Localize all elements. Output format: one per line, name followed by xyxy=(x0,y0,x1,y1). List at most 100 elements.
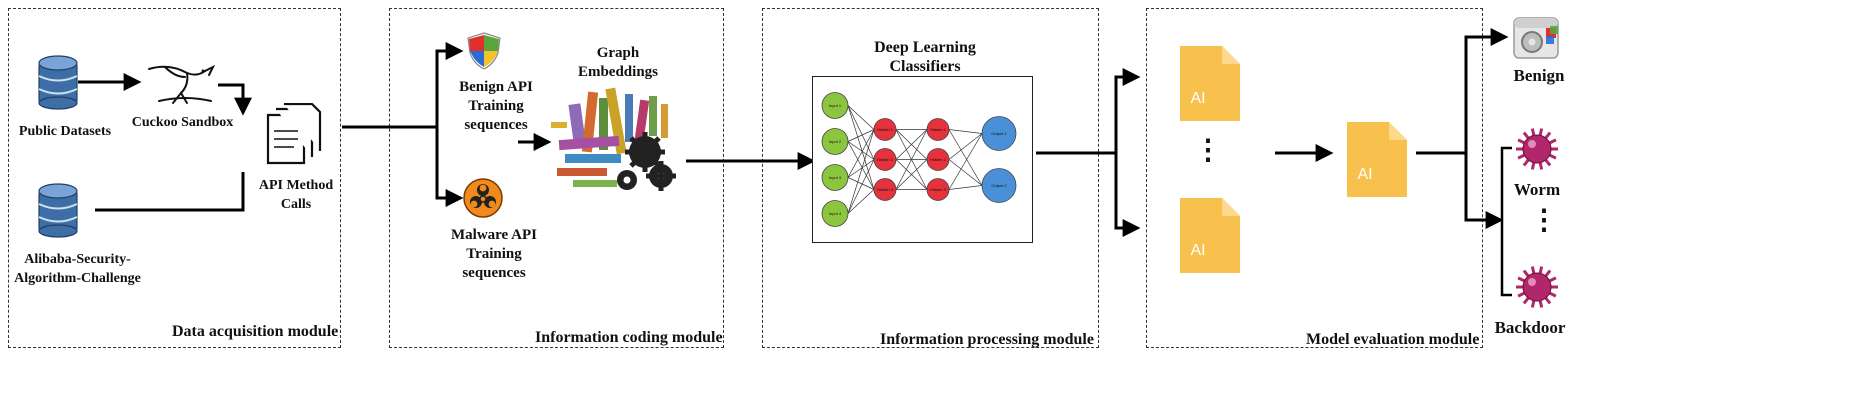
documents-icon xyxy=(266,103,322,165)
input-node xyxy=(821,128,849,155)
output-node xyxy=(981,168,1017,203)
input-node-label: Input 2 xyxy=(829,139,842,144)
benign-sequences-label: Benign API Training sequences xyxy=(450,78,542,135)
input-node xyxy=(821,200,849,227)
virus-highlight xyxy=(1528,140,1536,148)
network-edge xyxy=(847,129,875,142)
network-edge xyxy=(847,129,875,214)
hidden-node xyxy=(873,178,897,201)
dl-label-line1: Deep Learning xyxy=(874,39,976,56)
benign-app-icon xyxy=(1513,17,1559,59)
hidden-node-label: Hidden 1 xyxy=(877,127,894,132)
ai-file-icon xyxy=(1180,198,1240,273)
malware-label-line1: Malware API xyxy=(451,227,537,243)
benign-label-line1: Benign API xyxy=(459,79,533,95)
biohazard-icon xyxy=(463,178,503,218)
input-node-label: Input 4 xyxy=(829,211,842,216)
neural-network-diagram: Input 1 Input 2 Input 3 Input 4 Hidden 1 Hidd… xyxy=(821,92,1017,227)
network-edge xyxy=(895,129,928,190)
network-edge xyxy=(847,177,875,190)
network-edge xyxy=(847,141,875,190)
network-edge xyxy=(895,159,928,190)
network-edge xyxy=(847,105,875,160)
hidden-node xyxy=(873,118,897,141)
alibaba-label-line1: Alibaba-Security- xyxy=(24,252,131,267)
output-node-label: Output 2 xyxy=(991,183,1007,188)
network-edge xyxy=(847,141,875,160)
network-edge xyxy=(948,185,983,190)
ai-file-icon xyxy=(1180,46,1240,121)
hidden-node-label: Hidden 2 xyxy=(930,157,947,162)
hidden-node xyxy=(926,178,950,201)
input-node-label: Input 1 xyxy=(829,103,842,108)
network-edge xyxy=(847,159,875,178)
virus-body xyxy=(1522,134,1552,164)
network-edge xyxy=(948,133,983,190)
output-node-label: Output 1 xyxy=(991,131,1007,136)
word-cloud-gears-icon xyxy=(551,87,676,191)
virus-icon xyxy=(1516,128,1558,170)
virus-icon xyxy=(1516,266,1558,308)
ellipsis-vertical: ⋮ xyxy=(1194,135,1222,166)
dl-label-line2: Classifiers xyxy=(889,58,961,75)
output-node xyxy=(981,116,1017,151)
malware-sequences-label: Malware API Training sequences xyxy=(440,226,548,283)
network-edge xyxy=(847,105,875,190)
cuckoo-sandbox-label: Cuckoo Sandbox xyxy=(131,115,234,130)
network-edge xyxy=(847,129,875,178)
hidden-node xyxy=(873,148,897,171)
hidden-node-label: Hidden 2 xyxy=(877,157,894,162)
network-edge xyxy=(847,159,875,214)
information-coding-title: Information coding module xyxy=(535,329,723,346)
network-edges xyxy=(847,105,983,214)
api-calls-line1: API Method xyxy=(258,178,334,193)
database-icon xyxy=(38,183,78,238)
backdoor-output-label: Backdoor xyxy=(1494,318,1566,337)
data-acquisition-module xyxy=(8,8,341,348)
network-edge xyxy=(847,105,875,130)
data-acquisition-title: Data acquisition module xyxy=(172,323,339,340)
public-datasets-label: Public Datasets xyxy=(18,124,112,139)
network-edge xyxy=(948,129,983,186)
ellipsis-vertical: ⋮ xyxy=(1530,205,1558,236)
input-node-label: Input 3 xyxy=(829,175,842,180)
benign-output-label: Benign xyxy=(1513,66,1565,85)
information-processing-module xyxy=(762,8,1099,348)
virus-body xyxy=(1522,272,1552,302)
benign-label-line2: Training xyxy=(468,98,524,114)
api-method-calls-label: API Method Calls xyxy=(246,176,346,214)
hidden-node xyxy=(926,148,950,171)
model-evaluation-module xyxy=(1146,8,1483,348)
network-edge xyxy=(948,159,983,186)
benign-label-line3: sequences xyxy=(464,117,528,133)
network-edge xyxy=(948,129,983,134)
hidden-node-label: Hidden 3 xyxy=(930,187,947,192)
ai-label: AI xyxy=(1357,166,1373,183)
database-icon xyxy=(38,55,78,110)
ai-label: AI xyxy=(1190,242,1206,259)
graph-label-line2: Embeddings xyxy=(577,64,659,80)
deep-learning-classifiers-label: Deep Learning Classifiers xyxy=(850,38,1000,76)
network-edge xyxy=(847,189,875,214)
alibaba-dataset-label: Alibaba-Security- Algorithm-Challenge xyxy=(10,250,145,288)
network-edge xyxy=(948,133,983,160)
information-coding-module xyxy=(389,8,724,348)
worm-output-label: Worm xyxy=(1513,180,1561,199)
hidden-node-label: Hidden 1 xyxy=(930,127,947,132)
ai-label: AI xyxy=(1190,90,1206,107)
input-node xyxy=(821,92,849,119)
api-calls-line2: Calls xyxy=(280,197,312,212)
hidden-node-label: Hidden 3 xyxy=(877,187,894,192)
model-evaluation-title: Model evaluation module xyxy=(1306,331,1480,348)
graph-embeddings-label: Graph Embeddings xyxy=(568,44,668,82)
network-edge xyxy=(895,129,928,160)
input-node xyxy=(821,164,849,191)
information-processing-title: Information processing module xyxy=(880,331,1094,348)
neural-network-panel: Input 1 Input 2 Input 3 Input 4 Hidden 1 Hidd… xyxy=(812,76,1033,243)
malware-label-line2: Training xyxy=(466,246,522,262)
virus-highlight xyxy=(1528,278,1536,286)
shield-icon xyxy=(467,32,501,70)
malware-label-line3: sequences xyxy=(462,265,526,281)
alibaba-label-line2: Algorithm-Challenge xyxy=(14,271,141,286)
